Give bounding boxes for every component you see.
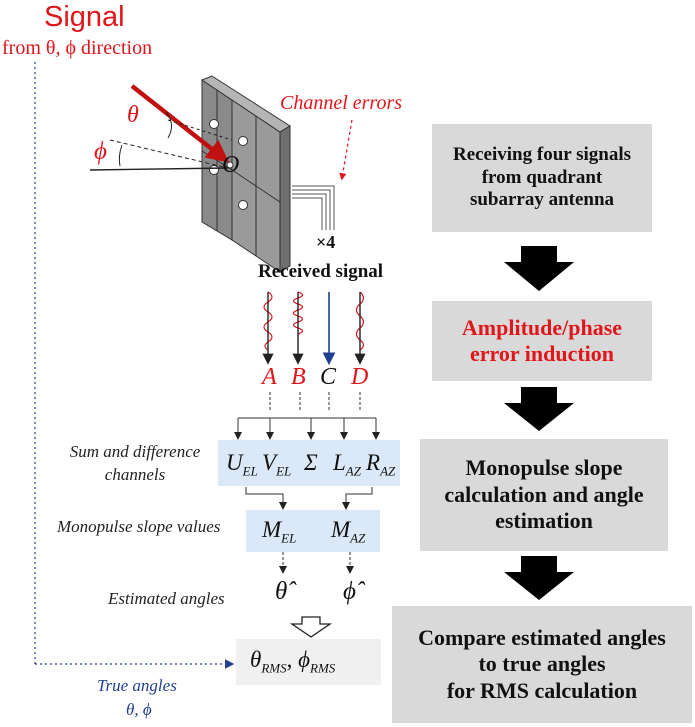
step-monopulse-line2: calculation and angle xyxy=(444,481,644,507)
true-angles-label: True angles xyxy=(97,676,177,695)
channel-errors-label: Channel errors xyxy=(280,92,403,114)
step-monopulse-line3: estimation xyxy=(495,508,593,534)
m-el: MEL xyxy=(262,517,297,546)
signal-title: Signal xyxy=(44,1,125,33)
rms-values: θRMS, ϕRMS xyxy=(250,647,336,676)
u-el: UEL xyxy=(226,450,258,479)
m-az: MAZ xyxy=(331,517,366,546)
step-receiving: Receiving four signals from quadrant sub… xyxy=(432,124,652,232)
sum-diff-label-line2: channels xyxy=(104,464,166,484)
theta-label: θ xyxy=(127,102,139,128)
received-signal-label: Received signal xyxy=(258,261,384,282)
phi-label: ϕ xyxy=(94,138,107,165)
step-receiving-line3: subarray antenna xyxy=(469,189,615,211)
sum-diff-label-line1: Sum and difference xyxy=(69,442,201,461)
step-compare: Compare estimated angles to true angles … xyxy=(392,606,692,723)
origin-label: O xyxy=(222,152,240,178)
received-waves xyxy=(262,291,366,366)
phi-hat: ϕ̂ xyxy=(343,578,356,605)
combiner-connectors xyxy=(234,392,380,440)
channel-errors-arrow xyxy=(339,119,353,181)
step-arrows xyxy=(504,246,574,600)
true-angles-values: θ, ϕ xyxy=(126,700,152,719)
slope-connectors xyxy=(245,487,373,510)
l-az: LAZ xyxy=(333,450,361,479)
theta-hat: θ̂ xyxy=(275,578,288,605)
signal-subtitle: from θ, ϕ direction xyxy=(2,37,153,59)
step-receiving-line1: Receiving four signals xyxy=(452,143,632,165)
sum-diff-label: Sum and difference channels xyxy=(60,441,210,487)
true-angle-path xyxy=(34,62,235,669)
step-compare-line2: to true angles xyxy=(478,651,606,677)
slope-box xyxy=(246,510,380,552)
quadrant-antenna xyxy=(200,75,291,273)
output-cables xyxy=(292,185,335,230)
step-error-line1: Amplitude/phase xyxy=(461,314,623,340)
channel-c: C xyxy=(320,364,337,390)
step-compare-line3: for RMS calculation xyxy=(446,677,638,703)
r-az: RAZ xyxy=(366,450,396,479)
step-receiving-line2: from quadrant xyxy=(481,166,603,188)
rms-hollow-arrow xyxy=(289,616,333,638)
estimate-connectors xyxy=(279,552,354,574)
slope-label: Monopulse slope values xyxy=(57,517,221,536)
channel-b: B xyxy=(291,364,306,390)
step-monopulse-line1: Monopulse slope xyxy=(465,455,623,481)
incoming-signal-arrow xyxy=(130,84,230,163)
times-four-label: ×4 xyxy=(316,232,336,252)
channel-a: A xyxy=(262,364,277,390)
step-monopulse: Monopulse slope calculation and angle es… xyxy=(420,439,668,551)
sum-diff-box xyxy=(218,440,400,486)
estimated-label: Estimated angles xyxy=(108,589,225,608)
angle-lines xyxy=(89,111,233,171)
rms-box xyxy=(236,639,381,685)
step-error-induction: Amplitude/phase error induction xyxy=(432,301,652,381)
sigma: Σ xyxy=(304,450,318,475)
v-el: VEL xyxy=(262,450,292,479)
step-compare-line1: Compare estimated angles xyxy=(418,624,666,650)
step-error-line2: error induction xyxy=(469,341,615,366)
channel-d: D xyxy=(351,364,369,390)
